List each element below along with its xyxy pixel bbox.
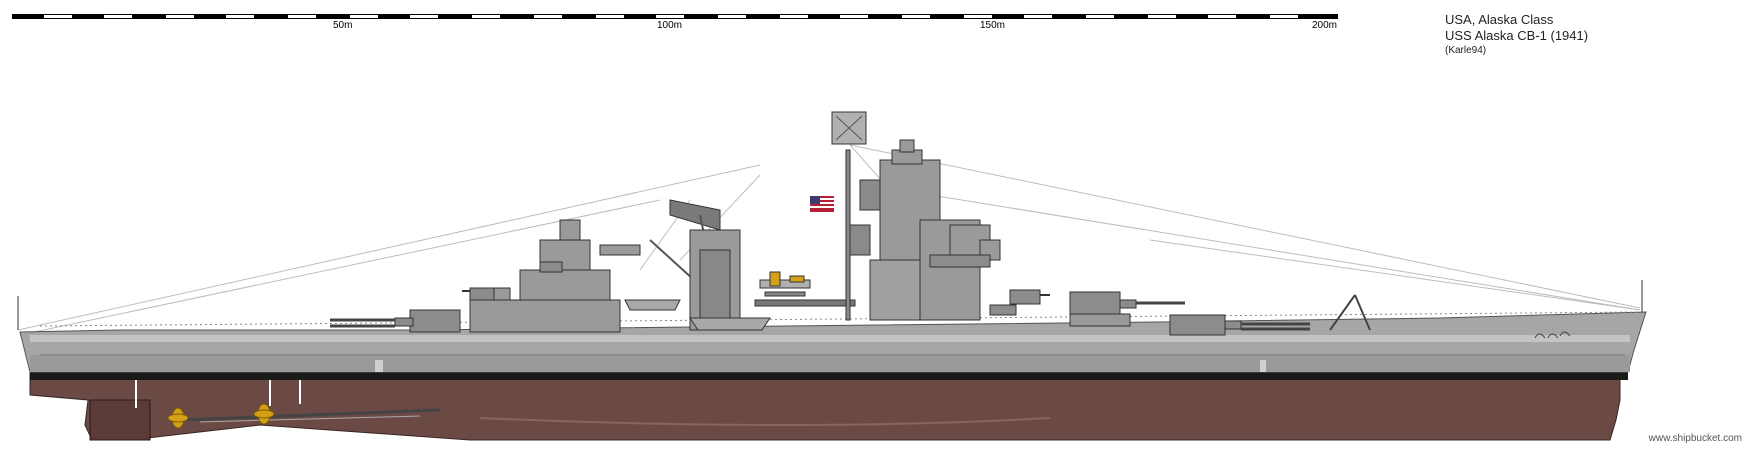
turret-c bbox=[330, 309, 461, 333]
turret-a bbox=[1169, 314, 1310, 336]
hull-keel-highlight bbox=[479, 417, 1051, 426]
hull-boot-top bbox=[30, 372, 1628, 380]
propeller-2 bbox=[253, 403, 275, 425]
bow-anchor bbox=[1534, 331, 1571, 339]
hull-underwater bbox=[29, 369, 1621, 441]
hull-shade bbox=[30, 355, 1630, 372]
catapult bbox=[754, 299, 856, 307]
scale-bar-segments bbox=[12, 14, 1338, 19]
title-block: USA, Alaska Class USS Alaska CB-1 (1941)… bbox=[1445, 12, 1588, 58]
aft-superstructure bbox=[469, 219, 641, 333]
scale-bar bbox=[12, 14, 1338, 19]
bow-jackstaff bbox=[17, 280, 1643, 330]
belt-section-fwd bbox=[375, 360, 383, 372]
aircraft-crane bbox=[649, 199, 741, 331]
fwd-crane bbox=[1329, 294, 1371, 331]
scale-label-150: 150m bbox=[980, 20, 1006, 31]
stern-gear bbox=[89, 380, 441, 441]
title-class: USA, Alaska Class bbox=[1445, 12, 1554, 27]
floatplane bbox=[759, 271, 811, 297]
title-ship: USS Alaska CB-1 (1941) bbox=[1445, 28, 1589, 43]
rudder bbox=[89, 399, 151, 441]
fwd-secondary-mounts bbox=[989, 289, 1050, 316]
belt-section-aft bbox=[1260, 360, 1266, 372]
hull-deck-band bbox=[30, 335, 1630, 342]
rigging-lines bbox=[17, 144, 1641, 336]
us-flag bbox=[810, 196, 834, 212]
credit-watermark: www.shipbucket.com bbox=[1648, 433, 1742, 444]
aft-secondary-mounts bbox=[462, 261, 563, 301]
title-author: (Karle94) bbox=[1445, 45, 1487, 56]
scale-label-200: 200m bbox=[1312, 20, 1338, 31]
scale-label-100: 100m bbox=[657, 20, 683, 31]
propeller-1 bbox=[167, 407, 189, 429]
main-superstructure bbox=[869, 139, 1001, 321]
ship-boat bbox=[624, 299, 771, 331]
turret-b bbox=[1069, 291, 1185, 327]
deck-railing bbox=[39, 311, 1641, 327]
scale-label-50: 50m bbox=[333, 20, 353, 31]
